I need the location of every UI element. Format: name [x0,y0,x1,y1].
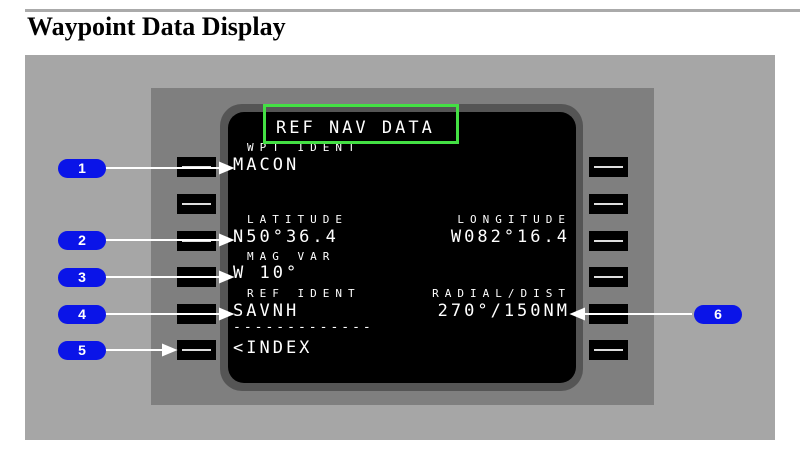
wpt-ident-value: MACON [233,155,300,175]
cdu-page-title: REF NAV DATA [276,118,435,138]
arrowhead-2 [219,233,235,247]
ref-ident-label: REF IDENT [247,287,361,300]
callout-4: 4 [58,305,106,324]
wpt-ident-label: WPT IDENT [247,141,361,154]
lsk-4r[interactable] [589,267,628,287]
cdu-screen [228,112,576,383]
arrowhead-5 [162,343,178,357]
callout-3: 3 [58,268,106,287]
highlight-box [263,104,459,144]
page-title: Waypoint Data Display [27,12,286,41]
lsk-2r[interactable] [589,194,628,214]
arrowhead-4 [219,307,235,321]
arrowhead-3 [219,270,235,284]
callout-1: 1 [58,159,106,178]
ref-ident-value: SAVNH [233,301,300,321]
longitude-value: W082°16.4 [450,227,570,247]
lsk-3r[interactable] [589,231,628,251]
top-rule [25,9,800,12]
lsk-6r[interactable] [589,340,628,360]
callout-6: 6 [694,305,742,324]
arrowhead-1 [219,161,235,175]
separator: ------------- [233,320,374,335]
radial-dist-label: RADIAL/DIST [432,287,571,300]
latitude-value: N50°36.4 [233,227,339,247]
lsk-6l[interactable] [177,340,216,360]
radial-dist-value: 270°/150NM [437,301,570,321]
mag-var-label: MAG VAR [247,250,336,263]
longitude-label: LONGITUDE [457,213,571,226]
latitude-label: LATITUDE [247,213,348,226]
callout-2: 2 [58,231,106,250]
arrowhead-6 [569,307,585,321]
lsk-1r[interactable] [589,157,628,177]
callout-5: 5 [58,341,106,360]
lsk-2l[interactable] [177,194,216,214]
index-prompt[interactable]: <INDEX [233,338,313,358]
mag-var-value: W 10° [233,263,300,283]
